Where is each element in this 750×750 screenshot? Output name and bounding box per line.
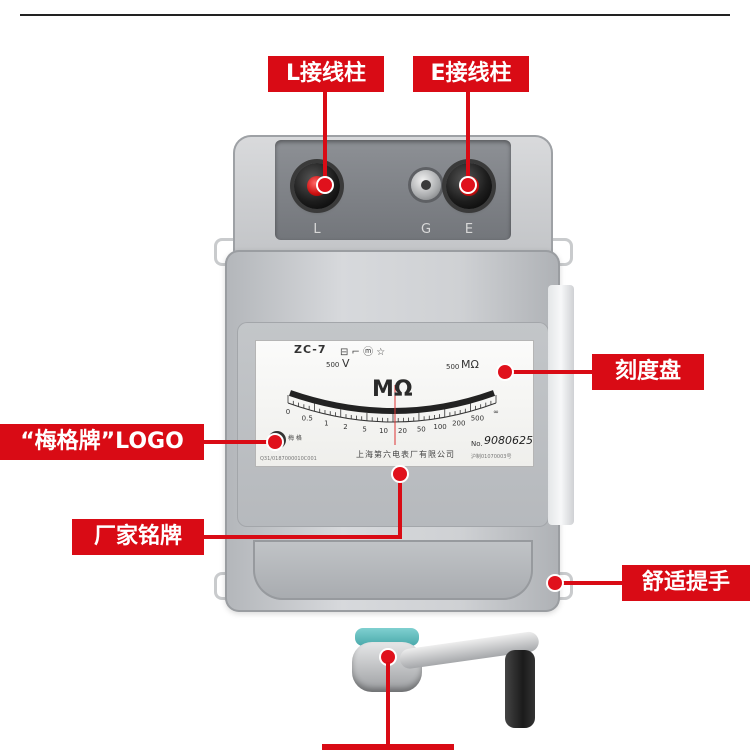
scale-tick-labels: 0 0.5 1 2 5 10 20 50 100 200 500 ∞: [286, 408, 499, 435]
scale-tick-label: 20: [398, 427, 407, 435]
callout-crank: [322, 744, 454, 750]
scale-tick-label: 50: [417, 426, 426, 434]
scale-tick-label: 5: [362, 426, 366, 434]
callout-logo-line: [204, 440, 274, 444]
callout-nameplate-line-v: [398, 475, 402, 539]
callout-dial-dot: [498, 365, 512, 379]
bottom-bevel: [253, 540, 533, 600]
dial-model-symbols: ⊟ ⌐ ⓜ ☆: [340, 347, 386, 358]
dial-model: ZC-7: [294, 343, 327, 356]
dial-range-value: 500: [446, 363, 460, 371]
scale-tick-label: 10: [379, 427, 388, 435]
dial-serial-prefix: No.: [471, 440, 483, 448]
g-terminal[interactable]: [411, 170, 441, 200]
terminal-recess: L G E: [275, 140, 511, 240]
g-terminal-core: [421, 180, 431, 190]
crank-knob[interactable]: [505, 650, 535, 728]
callout-l-terminal: L接线柱: [268, 56, 384, 92]
dial-voltage-value: 500: [326, 361, 340, 369]
dial-serial: 9080625: [484, 434, 533, 447]
callout-e-terminal-dot: [461, 178, 475, 192]
callout-handle: 舒适提手: [622, 565, 750, 601]
callout-nameplate-dot: [393, 467, 407, 481]
callout-logo-dot: [268, 435, 282, 449]
callout-l-terminal-dot: [318, 178, 332, 192]
callout-dial: 刻度盘: [592, 354, 704, 390]
scale-arc-outer: [289, 390, 496, 414]
top-rule: [20, 14, 730, 16]
callout-e-terminal: E接线柱: [413, 56, 529, 92]
scale-tick-label: ∞: [493, 408, 499, 416]
scale-tick-label: 0.5: [302, 414, 313, 422]
right-top-handle: [550, 238, 573, 266]
dial-unit: MΩ: [372, 377, 413, 402]
scale-tick-label: 0: [286, 408, 290, 416]
dial-brand: 梅 格: [288, 435, 302, 442]
callout-logo: “梅格牌”LOGO: [0, 424, 204, 460]
meter-dial: 0 0.5 1 2 5 10 20 50 100 200 500 ∞ ZC-7 ⊟ ⌐ ⓜ ☆ 500…: [255, 340, 534, 467]
l-terminal[interactable]: [294, 163, 340, 209]
g-terminal-label: G: [420, 222, 432, 237]
dial-range-unit: MΩ: [461, 358, 479, 371]
callout-crank-line: [386, 662, 390, 750]
scale-tick-label: 1: [324, 419, 328, 427]
dial-scale: 0 0.5 1 2 5 10 20 50 100 200 500 ∞: [286, 385, 499, 445]
scale-tick-label: 2: [343, 423, 347, 431]
carry-handle[interactable]: [548, 572, 573, 600]
dial-cert-right: 沪制01070003号: [471, 454, 512, 460]
scale-tick-label: 100: [433, 423, 446, 431]
dial-cert-left: Q31/0187000010C001: [260, 456, 317, 462]
callout-nameplate: 厂家铭牌: [72, 519, 204, 555]
scale-ticks: [287, 395, 497, 422]
crank-collar: [355, 628, 419, 646]
callout-l-terminal-line: [323, 92, 327, 188]
side-strip: [548, 285, 574, 525]
callout-e-terminal-line: [466, 92, 470, 188]
callout-handle-line: [558, 581, 624, 585]
callout-nameplate-line-h: [204, 535, 402, 539]
callout-handle-dot: [548, 576, 562, 590]
callout-crank-dot: [381, 650, 395, 664]
callout-dial-line: [504, 370, 594, 374]
dial-voltage-unit: V: [342, 357, 350, 370]
dial-manufacturer: 上海第六电表厂有限公司: [356, 450, 455, 459]
scale-tick-label: 200: [452, 419, 465, 427]
e-terminal-label: E: [464, 222, 474, 237]
terminal-panel: L G E: [233, 135, 553, 275]
l-terminal-label: L: [313, 222, 321, 237]
scale-tick-label: 500: [471, 414, 484, 422]
